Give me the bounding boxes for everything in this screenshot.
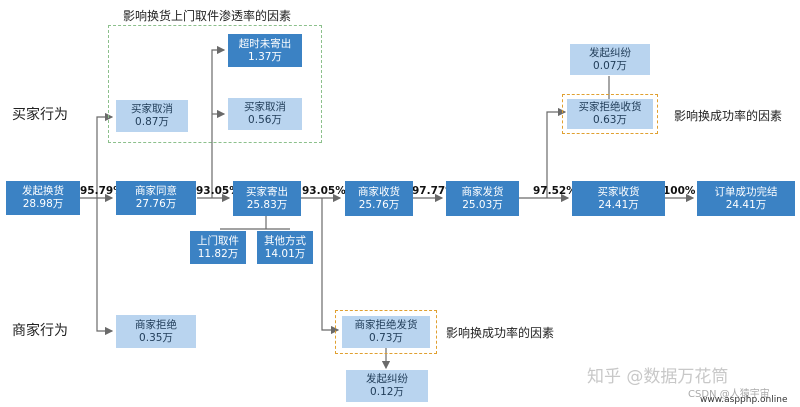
edge-to-refuse-receive — [546, 107, 567, 198]
node-value: 25.83万 — [246, 198, 288, 211]
node-label: 买家拒绝收货 — [578, 101, 642, 113]
node-value: 28.98万 — [22, 198, 64, 210]
node-merchant-received: 商家收货 25.76万 — [345, 181, 413, 216]
bottom-factor-frame — [335, 310, 437, 354]
right-factor-note: 影响换成功率的因素 — [674, 109, 783, 123]
node-value: 0.63万 — [593, 114, 627, 126]
rate-start-agree: 95.79% — [80, 185, 124, 197]
edge-to-overtime — [211, 45, 226, 198]
node-buyer-received: 买家收货 24.41万 — [572, 181, 665, 216]
node-value: 11.82万 — [197, 247, 239, 260]
node-value: 24.41万 — [598, 198, 639, 211]
node-value: 0.56万 — [248, 114, 282, 126]
node-merchant-shipped: 商家发货 25.03万 — [446, 181, 519, 216]
node-value: 27.76万 — [135, 198, 177, 210]
rate-agree-mailed: 93.05% — [196, 185, 240, 197]
node-value: 14.01万 — [264, 247, 306, 260]
node-value: 25.76万 — [358, 198, 400, 211]
node-dispute-top: 发起纠纷 0.07万 — [570, 44, 650, 75]
node-label: 其他方式 — [264, 234, 306, 247]
node-merchant-reject: 商家拒绝 0.35万 — [116, 315, 196, 348]
rate-buyerreceived-done: 100% — [663, 185, 696, 197]
node-label: 发起纠纷 — [589, 46, 631, 59]
watermark-csdn: CSDN @人猿宇宙 — [688, 389, 770, 400]
node-value: 0.12万 — [370, 386, 404, 398]
node-label: 商家收货 — [358, 185, 400, 198]
node-buyer-mailed: 买家寄出 25.83万 — [233, 181, 301, 216]
node-label: 买家收货 — [597, 185, 640, 198]
node-value: 0.87万 — [135, 116, 169, 128]
node-label: 超时未寄出 — [238, 37, 292, 50]
edge-to-reject-ship — [321, 198, 340, 335]
node-door-pickup: 上门取件 11.82万 — [190, 231, 246, 264]
rate-shipped-buyerreceived: 97.52% — [533, 185, 577, 197]
node-label: 买家取消 — [131, 103, 173, 115]
node-start-exchange: 发起换货 28.98万 — [6, 181, 80, 215]
node-label: 发起换货 — [22, 185, 64, 197]
node-value: 0.07万 — [593, 59, 627, 72]
node-overtime-not-sent: 超时未寄出 1.37万 — [228, 34, 302, 67]
node-label: 商家发货 — [461, 185, 504, 198]
buyer-behavior-label: 买家行为 — [12, 107, 68, 123]
node-merchant-agree: 商家同意 27.76万 — [116, 181, 196, 215]
top-factor-note: 影响换货上门取件渗透率的因素 — [123, 9, 292, 23]
node-dispute-bottom: 发起纠纷 0.12万 — [346, 370, 428, 402]
node-value: 1.37万 — [248, 50, 282, 63]
right-factor-frame — [562, 94, 658, 134]
edge-start-reject — [96, 198, 114, 336]
node-label: 买家取消 — [244, 101, 286, 113]
node-label: 订单成功完结 — [714, 185, 778, 198]
node-value: 25.03万 — [462, 198, 503, 211]
node-value: 0.73万 — [369, 332, 403, 344]
merchant-behavior-label: 商家行为 — [12, 323, 68, 339]
node-label: 上门取件 — [197, 234, 239, 247]
node-label: 商家拒绝发货 — [354, 319, 418, 331]
watermark-zhihu: 知乎 @数据万花筒 — [587, 367, 729, 387]
node-value: 24.41万 — [725, 198, 767, 211]
edge-start-branches — [96, 112, 114, 198]
node-label: 买家寄出 — [246, 185, 288, 198]
node-buyer-cancel-2: 买家取消 0.56万 — [228, 98, 302, 130]
node-buyer-cancel-1: 买家取消 0.87万 — [116, 100, 188, 132]
node-label: 商家拒绝 — [135, 318, 177, 331]
node-label: 发起纠纷 — [366, 373, 408, 385]
bottom-factor-note: 影响换成功率的因素 — [446, 326, 555, 340]
node-merchant-refuse-ship: 商家拒绝发货 0.73万 — [342, 316, 430, 348]
node-order-complete: 订单成功完结 24.41万 — [697, 181, 795, 216]
top-factor-frame — [108, 25, 322, 143]
node-value: 0.35万 — [139, 331, 173, 344]
watermark-site: www.aspphp.online — [700, 395, 788, 405]
rate-received-shipped: 97.77% — [412, 185, 456, 197]
rate-mailed-received: 93.05% — [302, 185, 346, 197]
node-buyer-refuse-receive: 买家拒绝收货 0.63万 — [567, 99, 653, 129]
node-label: 商家同意 — [135, 185, 177, 197]
node-other-method: 其他方式 14.01万 — [257, 231, 313, 264]
